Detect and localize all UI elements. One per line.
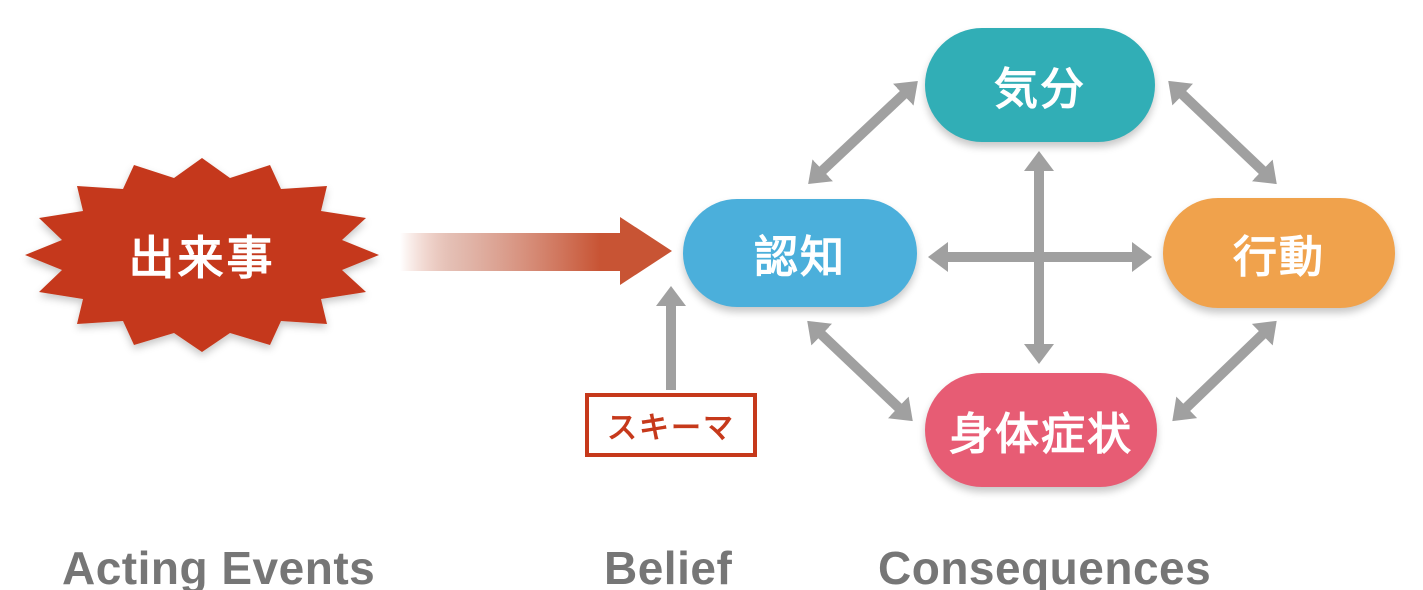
arrow-cognition-mood (808, 80, 918, 185)
caption-belief: Belief (604, 542, 733, 590)
caption-consequences: Consequences (878, 542, 1212, 590)
event-burst-shape (25, 158, 379, 352)
schema-box: スキーマ (585, 393, 757, 457)
arrow-physical-cognition (807, 320, 913, 422)
arrow-mood-behavior (1168, 80, 1277, 185)
event-label: 出来事 (128, 232, 276, 284)
node-mood: 気分 (925, 28, 1155, 142)
node-cognition: 認知 (683, 199, 917, 307)
node-physical-symptoms: 身体症状 (925, 373, 1157, 487)
node-behavior: 行動 (1163, 198, 1395, 308)
caption-acting-events: Acting Events (62, 542, 376, 590)
arrow-behavior-physical (1172, 320, 1277, 422)
event-to-cognition-arrow (400, 217, 672, 285)
